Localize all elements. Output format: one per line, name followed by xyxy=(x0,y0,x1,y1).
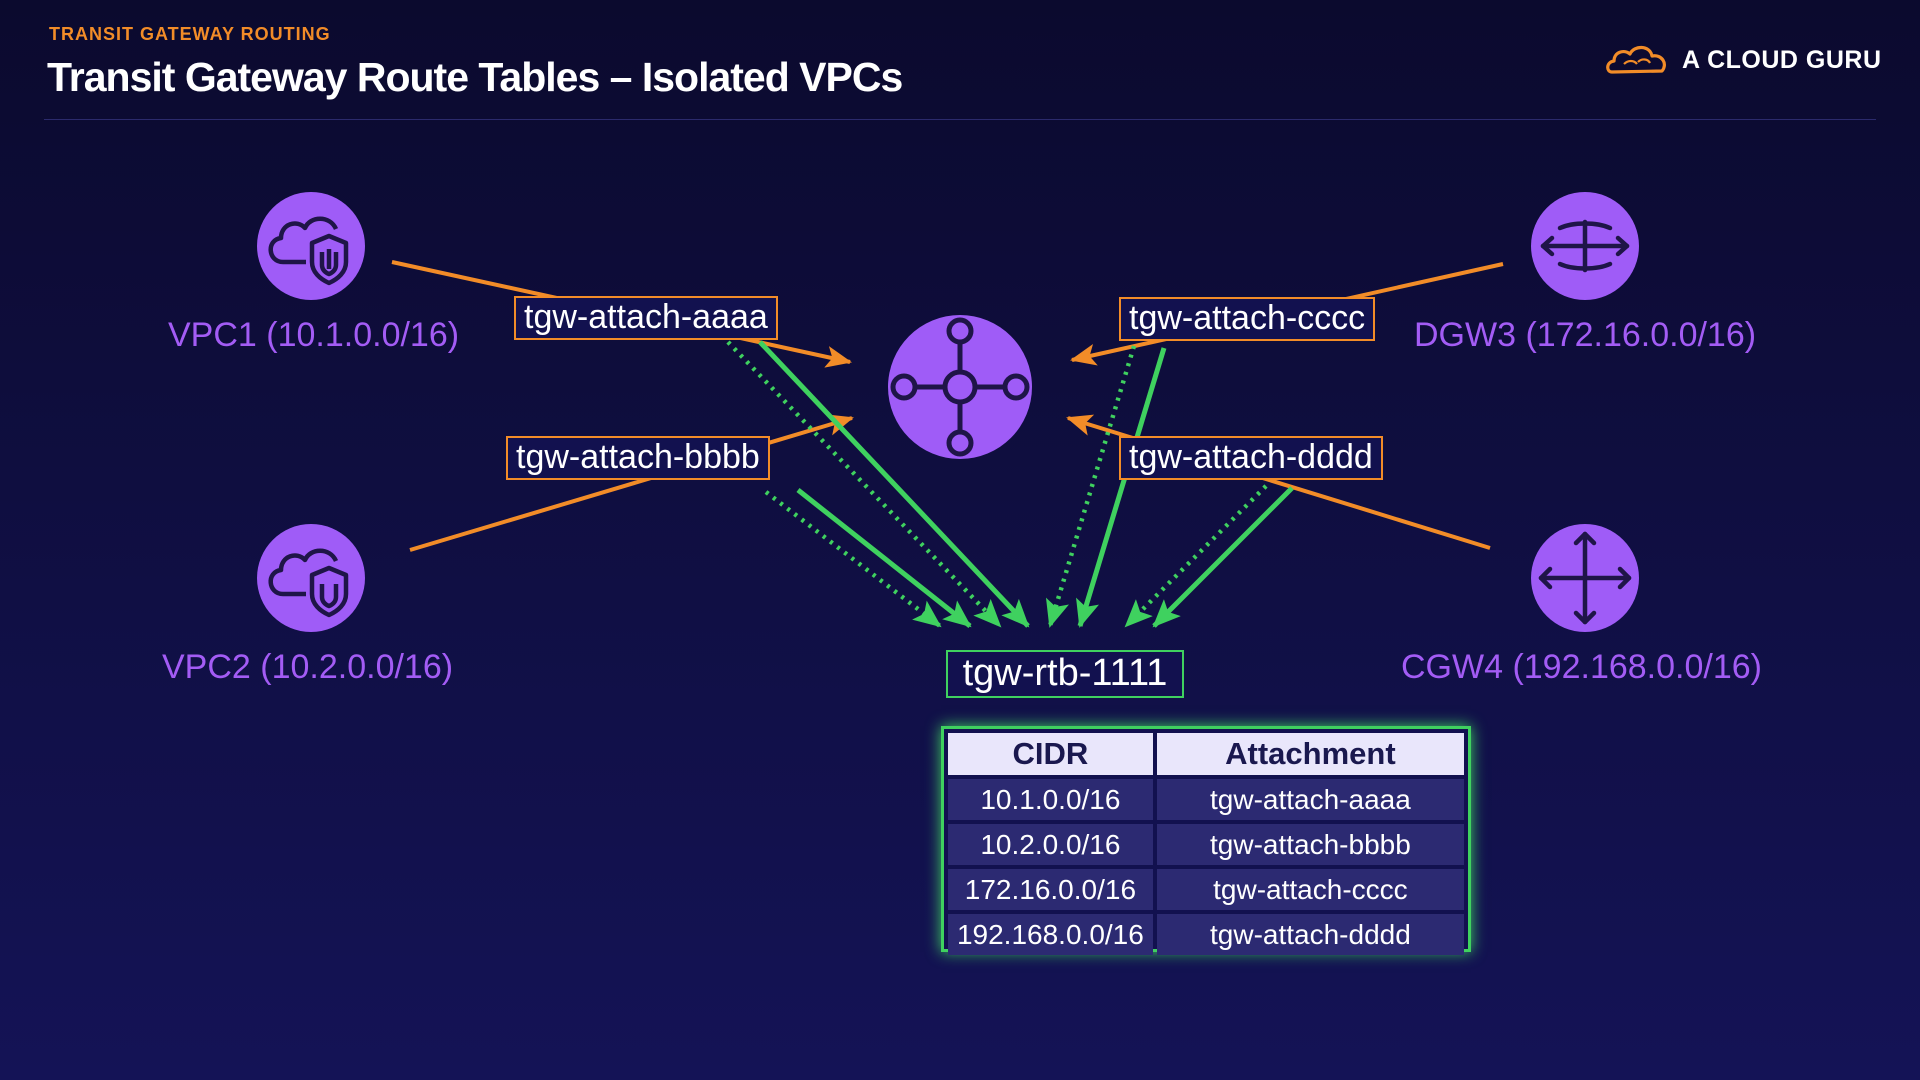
page-title: Transit Gateway Route Tables – Isolated … xyxy=(47,54,903,100)
vpc2-connection xyxy=(409,414,854,552)
propagation-arrow-bbbb xyxy=(796,488,972,628)
cloud-logo-icon xyxy=(1606,45,1666,74)
transit-gateway-node xyxy=(888,315,1032,459)
route-table-name: tgw-rtb-1111 xyxy=(946,650,1184,698)
brand: A CLOUD GURU xyxy=(1604,38,1882,82)
association-arrows xyxy=(726,340,1268,628)
route-table-grid: CIDR Attachment 10.1.0.0/16 tgw-attach-a… xyxy=(944,729,1468,959)
association-arrow-aaaa xyxy=(726,340,1002,628)
dgw3-node xyxy=(1531,192,1639,300)
attachment-cell: tgw-attach-aaaa xyxy=(1156,779,1464,820)
brand-name: A CLOUD GURU xyxy=(1682,45,1882,74)
cidr-cell: 10.2.0.0/16 xyxy=(948,824,1153,865)
customer-gateway-icon xyxy=(1538,531,1632,625)
attachment-label-aaaa: tgw-attach-aaaa xyxy=(514,296,778,340)
attachment-label-bbbb: tgw-attach-bbbb xyxy=(506,436,770,480)
route-table: CIDR Attachment 10.1.0.0/16 tgw-attach-a… xyxy=(941,726,1471,955)
cidr-cell: 10.1.0.0/16 xyxy=(948,779,1153,820)
column-header-cidr: CIDR xyxy=(948,733,1153,775)
table-row: 10.1.0.0/16 tgw-attach-aaaa xyxy=(948,779,1464,820)
section-kicker: TRANSIT GATEWAY ROUTING xyxy=(49,24,331,44)
vpc-cloud-shield-icon xyxy=(268,216,349,286)
vpc2-label: VPC2 (10.2.0.0/16) xyxy=(162,648,454,686)
direct-connect-gateway-icon xyxy=(1540,219,1630,273)
cidr-cell: 172.16.0.0/16 xyxy=(948,869,1153,910)
association-arrow-bbbb xyxy=(764,490,942,628)
table-row: 192.168.0.0/16 tgw-attach-dddd xyxy=(948,914,1464,955)
attachment-cell: tgw-attach-cccc xyxy=(1156,869,1464,910)
vpc-cloud-shield-icon xyxy=(268,548,349,618)
attachment-cell: tgw-attach-dddd xyxy=(1156,914,1464,955)
cgw4-label: CGW4 (192.168.0.0/16) xyxy=(1401,648,1762,686)
association-arrow-cccc xyxy=(1045,345,1137,628)
column-header-attachment: Attachment xyxy=(1156,733,1464,775)
vpc1-label: VPC1 (10.1.0.0/16) xyxy=(168,316,460,354)
vpc1-node xyxy=(257,192,365,300)
association-arrow-dddd xyxy=(1124,484,1268,628)
cgw4-node xyxy=(1531,524,1639,632)
dgw3-label: DGW3 (172.16.0.0/16) xyxy=(1414,316,1757,354)
propagation-arrow-aaaa xyxy=(758,340,1030,628)
header-divider xyxy=(44,119,1876,120)
propagation-arrow-cccc xyxy=(1076,347,1167,628)
transit-gateway-hub-icon xyxy=(890,317,1030,457)
attachment-label-cccc: tgw-attach-cccc xyxy=(1119,297,1376,341)
attachment-cell: tgw-attach-bbbb xyxy=(1156,824,1464,865)
attachment-label-dddd: tgw-attach-dddd xyxy=(1119,436,1383,480)
route-table-header-row: CIDR Attachment xyxy=(948,733,1464,775)
vpc2-node xyxy=(257,524,365,632)
propagation-arrow-dddd xyxy=(1152,486,1294,628)
table-row: 172.16.0.0/16 tgw-attach-cccc xyxy=(948,869,1464,910)
table-row: 10.2.0.0/16 tgw-attach-bbbb xyxy=(948,824,1464,865)
cidr-cell: 192.168.0.0/16 xyxy=(948,914,1153,955)
